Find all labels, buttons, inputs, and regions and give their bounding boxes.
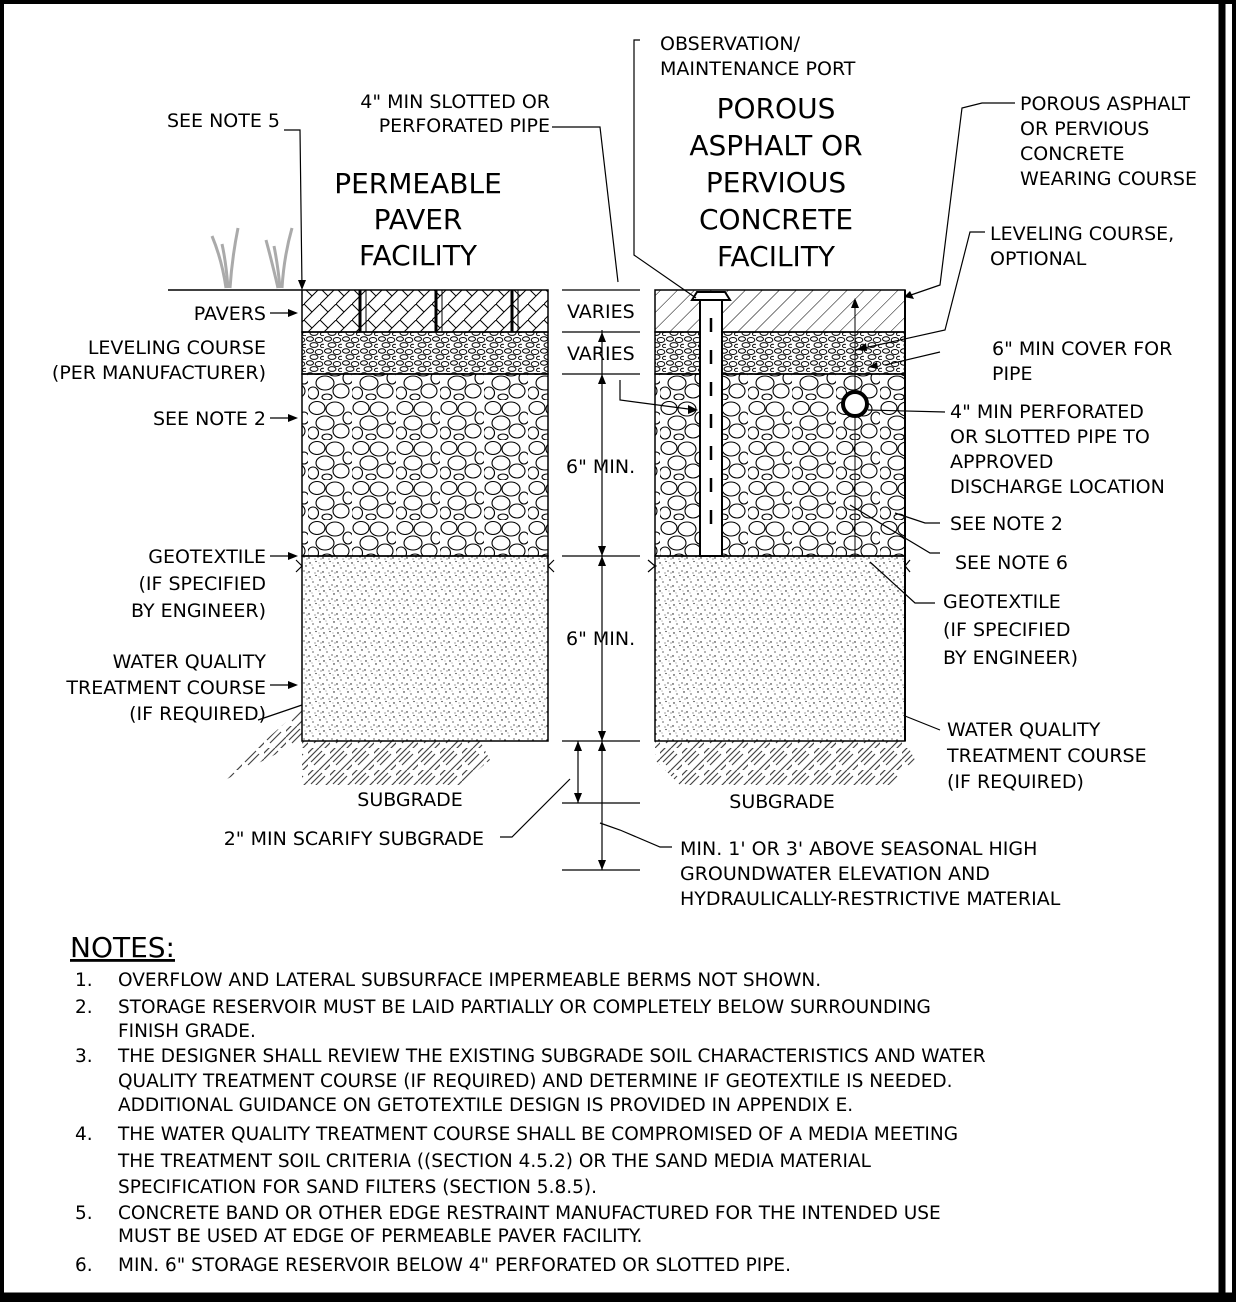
dimension-6-min-label: 6" MIN. bbox=[566, 456, 635, 478]
left-wq-course-label: (IF REQUIRED) bbox=[129, 703, 266, 725]
right-geotextile-label: GEOTEXTILE bbox=[943, 591, 1061, 613]
wearing-course-label: WEARING COURSE bbox=[1020, 168, 1197, 190]
leveling-optional-label: LEVELING COURSE, bbox=[990, 223, 1174, 245]
right-wq-course-label: TREATMENT COURSE bbox=[946, 745, 1147, 767]
left-see-note-2-label: SEE NOTE 2 bbox=[153, 408, 266, 430]
right-section-title: PERVIOUS bbox=[706, 166, 846, 199]
note-text: FINISH GRADE. bbox=[118, 1021, 256, 1042]
dimension-6-min-label: 6" MIN. bbox=[566, 628, 635, 650]
note-text: OVERFLOW AND LATERAL SUBSURFACE IMPERMEA… bbox=[118, 970, 821, 991]
left-paver-layer bbox=[301, 289, 549, 333]
note-text: MIN. 6" STORAGE RESERVOIR BELOW 4" PERFO… bbox=[118, 1255, 791, 1276]
perforated-pipe-label: APPROVED bbox=[950, 451, 1053, 473]
perforated-pipe-icon bbox=[841, 390, 869, 418]
cover-pipe-label: 6" MIN COVER FOR bbox=[992, 338, 1172, 360]
right-wq-course-label: WATER QUALITY bbox=[947, 719, 1101, 741]
observation-port-label: OBSERVATION/ bbox=[660, 33, 801, 55]
note-number: 5. bbox=[75, 1203, 93, 1224]
slotted-pipe-label: 4" MIN SLOTTED OR bbox=[360, 91, 550, 113]
note-text: SPECIFICATION FOR SAND FILTERS (SECTION … bbox=[118, 1177, 597, 1198]
left-geotextile-label: BY ENGINEER) bbox=[131, 600, 266, 622]
perforated-pipe-label: OR SLOTTED PIPE TO bbox=[950, 426, 1150, 448]
note-text: ADDITIONAL GUIDANCE ON GETOTEXTILE DESIG… bbox=[118, 1095, 853, 1116]
dimension-lines bbox=[562, 289, 640, 871]
note-number: 1. bbox=[75, 970, 93, 991]
notes-title: NOTES: bbox=[70, 931, 175, 964]
right-section-title: CONCRETE bbox=[699, 203, 853, 236]
left-section-title: PERMEABLE bbox=[334, 167, 502, 200]
left-wq-course-label: TREATMENT COURSE bbox=[65, 677, 266, 699]
port-cap-icon bbox=[690, 291, 732, 301]
groundwater-label: GROUNDWATER ELEVATION AND bbox=[680, 863, 990, 885]
observation-port-label: MAINTENANCE PORT bbox=[660, 58, 856, 80]
leveling-optional-label: OPTIONAL bbox=[990, 248, 1087, 270]
pavers-label: PAVERS bbox=[194, 303, 266, 325]
groundwater-label: HYDRAULICALLY-RESTRICTIVE MATERIAL bbox=[680, 888, 1061, 910]
perforated-pipe-label: 4" MIN PERFORATED bbox=[950, 401, 1144, 423]
right-subgrade-hatch bbox=[655, 741, 915, 785]
left-geotextile-label: GEOTEXTILE bbox=[148, 546, 266, 568]
leader-arrows bbox=[288, 280, 914, 689]
note-text: THE DESIGNER SHALL REVIEW THE EXISTING S… bbox=[117, 1046, 986, 1067]
grass-icon bbox=[210, 227, 294, 289]
groundwater-label: MIN. 1' OR 3' ABOVE SEASONAL HIGH bbox=[680, 838, 1037, 860]
note-text: QUALITY TREATMENT COURSE (IF REQUIRED) A… bbox=[118, 1071, 953, 1092]
left-leveling-course bbox=[301, 331, 549, 375]
slotted-pipe-label: PERFORATED PIPE bbox=[379, 115, 550, 137]
see-note-6-label: SEE NOTE 6 bbox=[955, 552, 1068, 574]
right-geotextile-label: (IF SPECIFIED bbox=[943, 619, 1071, 641]
wearing-course-label: CONCRETE bbox=[1020, 143, 1125, 165]
varies-label: VARIES bbox=[567, 343, 635, 365]
left-section-title: PAVER bbox=[374, 203, 463, 236]
perforated-pipe-label: DISCHARGE LOCATION bbox=[950, 476, 1165, 498]
left-section bbox=[168, 227, 555, 785]
note-text: CONCRETE BAND OR OTHER EDGE RESTRAINT MA… bbox=[118, 1203, 941, 1224]
cover-pipe-label: PIPE bbox=[992, 363, 1033, 385]
right-geotextile-label: BY ENGINEER) bbox=[943, 647, 1078, 669]
note-number: 6. bbox=[75, 1255, 93, 1276]
left-treatment-course bbox=[301, 555, 549, 742]
see-note-5-label: SEE NOTE 5 bbox=[167, 110, 280, 132]
right-subgrade-label: SUBGRADE bbox=[729, 791, 834, 813]
note-text: THE WATER QUALITY TREATMENT COURSE SHALL… bbox=[117, 1124, 958, 1145]
left-reservoir-gravel bbox=[301, 373, 549, 557]
leader-lines bbox=[257, 39, 1015, 848]
left-subgrade-label: SUBGRADE bbox=[357, 789, 462, 811]
wearing-course-label: POROUS ASPHALT bbox=[1020, 93, 1190, 115]
scarify-label: 2" MIN SCARIFY SUBGRADE bbox=[224, 828, 484, 850]
right-wq-course-label: (IF REQUIRED) bbox=[947, 771, 1084, 793]
note-text: MUST BE USED AT EDGE OF PERMEABLE PAVER … bbox=[118, 1226, 642, 1247]
right-section-title: ASPHALT OR bbox=[689, 129, 862, 162]
right-see-note-2-label: SEE NOTE 2 bbox=[950, 513, 1063, 535]
left-section-title: FACILITY bbox=[359, 239, 478, 272]
left-subgrade-hatch bbox=[225, 708, 490, 785]
dimension-arrows bbox=[574, 332, 606, 870]
left-wq-course-label: WATER QUALITY bbox=[113, 651, 267, 673]
right-section-title: FACILITY bbox=[717, 240, 836, 273]
left-geotextile-label: (IF SPECIFIED bbox=[138, 573, 266, 595]
right-leveling-course bbox=[654, 331, 906, 375]
wearing-course-label: OR PERVIOUS bbox=[1020, 118, 1149, 140]
note-number: 4. bbox=[75, 1124, 93, 1145]
note-text: STORAGE RESERVOIR MUST BE LAID PARTIALLY… bbox=[118, 997, 931, 1018]
note-number: 3. bbox=[75, 1046, 93, 1067]
note-number: 2. bbox=[75, 997, 93, 1018]
varies-label: VARIES bbox=[567, 301, 635, 323]
right-treatment-course bbox=[654, 555, 906, 742]
right-section-title: POROUS bbox=[717, 92, 836, 125]
leveling-course-label: (PER MANUFACTURER) bbox=[52, 362, 266, 384]
leveling-course-label: LEVELING COURSE bbox=[88, 337, 266, 359]
note-text: THE TREATMENT SOIL CRITERIA ((SECTION 4.… bbox=[117, 1151, 872, 1172]
right-section bbox=[647, 289, 915, 785]
